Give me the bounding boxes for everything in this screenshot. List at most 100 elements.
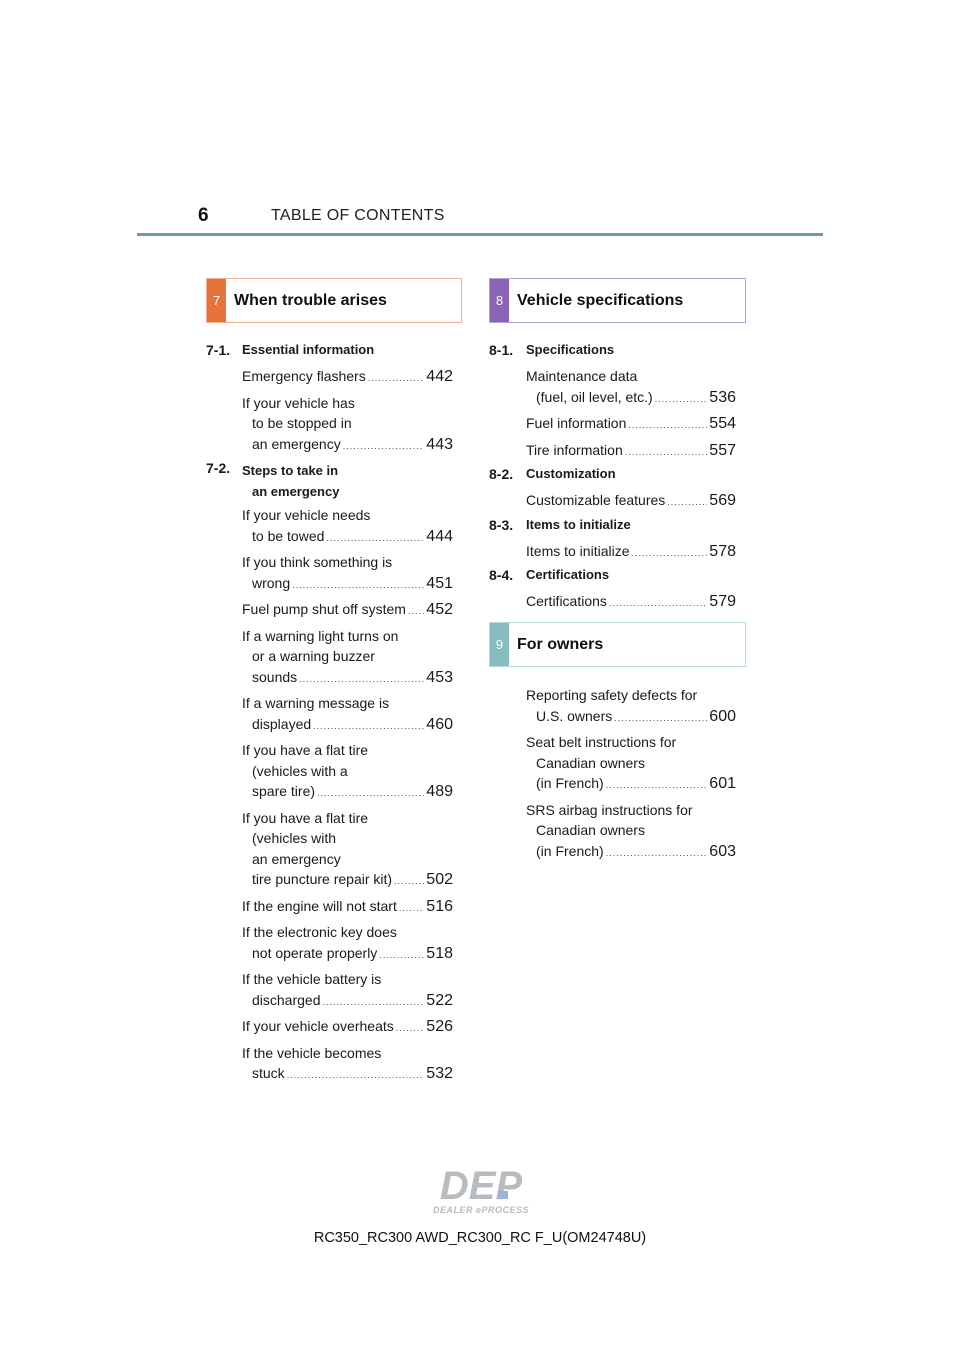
toc-entry-line: Reporting safety defects for bbox=[526, 687, 698, 703]
section-7-tab: 7 bbox=[207, 279, 226, 322]
toc-entry-text: Fuel information bbox=[526, 415, 627, 431]
page-ref[interactable]: 557 bbox=[709, 441, 736, 459]
section-7-header[interactable]: 7 When trouble arises bbox=[206, 278, 462, 323]
section-7-title: When trouble arises bbox=[234, 291, 387, 309]
subsection-number: 8-3. bbox=[489, 516, 514, 533]
page-ref[interactable]: 600 bbox=[709, 707, 736, 725]
dot-leader: ........................................… bbox=[654, 393, 708, 404]
toc-entry[interactable]: If your vehicle needs to be towed........… bbox=[242, 505, 453, 548]
entries-8-3: Items to initialize.....................… bbox=[526, 541, 736, 564]
subsection-title: Items to initialize bbox=[526, 516, 631, 532]
dot-leader: ........................................… bbox=[398, 902, 424, 913]
page-ref[interactable]: 554 bbox=[709, 415, 736, 432]
dot-leader: ........................................… bbox=[624, 446, 708, 457]
toc-entry-text: Emergency flashers bbox=[242, 368, 366, 384]
toc-entry[interactable]: Tire information........................… bbox=[526, 440, 736, 463]
logo-mark: DEP bbox=[440, 1164, 523, 1208]
dealer-eprocess-logo: DEP DEALER ePROCESS bbox=[433, 1164, 529, 1215]
subsection-title: Essential information bbox=[242, 342, 375, 357]
toc-entry-line: If you have a flat tire bbox=[242, 742, 369, 758]
toc-entry-last-line: wrong...................................… bbox=[242, 573, 453, 596]
toc-entry-last-line: spare tire).............................… bbox=[242, 781, 453, 804]
page-ref[interactable]: 603 bbox=[709, 842, 736, 860]
toc-entry[interactable]: Customizable features...................… bbox=[526, 490, 736, 513]
page-ref[interactable]: 569 bbox=[709, 492, 736, 509]
toc-entry[interactable]: If your vehicle overheats...............… bbox=[242, 1016, 453, 1039]
page-ref[interactable]: 460 bbox=[426, 715, 453, 733]
page-ref[interactable]: 502 bbox=[426, 871, 453, 888]
toc-entry-last-line: to be towed.............................… bbox=[242, 526, 453, 549]
toc-entry[interactable]: Fuel information........................… bbox=[526, 413, 736, 436]
toc-entry-line: If your vehicle needs bbox=[242, 507, 371, 523]
toc-entry-text: Tire information bbox=[526, 441, 623, 458]
header-rule bbox=[137, 233, 823, 236]
dot-leader: ........................................… bbox=[299, 673, 424, 684]
page-ref[interactable]: 601 bbox=[709, 775, 736, 792]
subsection-number: 7-1. bbox=[206, 342, 231, 358]
toc-entry-last-line: Customizable features...................… bbox=[526, 490, 736, 513]
dot-leader: ........................................… bbox=[605, 780, 708, 790]
toc-entry[interactable]: Certifications..........................… bbox=[526, 591, 736, 614]
page-ref[interactable]: 489 bbox=[426, 783, 453, 800]
toc-entry-last-line: Tire information........................… bbox=[526, 440, 736, 463]
dot-leader: ........................................… bbox=[286, 1070, 425, 1080]
toc-entry-text: Items to initialize bbox=[526, 542, 630, 559]
page-ref[interactable]: 518 bbox=[426, 944, 453, 962]
subsection-title: Steps to take in an emergency bbox=[242, 460, 339, 502]
page-ref[interactable]: 452 bbox=[426, 601, 453, 618]
toc-entry[interactable]: Items to initialize.....................… bbox=[526, 541, 736, 564]
page-ref[interactable]: 522 bbox=[426, 991, 453, 1009]
page-ref[interactable]: 526 bbox=[426, 1018, 453, 1035]
subsection-title-line-1: Steps to take in bbox=[242, 463, 339, 478]
page-ref[interactable]: 444 bbox=[426, 527, 453, 545]
dot-leader: ........................................… bbox=[614, 712, 707, 723]
dot-leader: ........................................… bbox=[379, 949, 425, 960]
page-ref[interactable]: 516 bbox=[426, 897, 453, 915]
page-ref[interactable]: 532 bbox=[426, 1065, 453, 1082]
toc-entry-text: U.S. owners bbox=[536, 707, 613, 724]
entries-7-2: If your vehicle needs to be towed........… bbox=[242, 505, 453, 1086]
section-8-header[interactable]: 8 Vehicle specifications bbox=[489, 278, 746, 323]
toc-entry-line: SRS airbag instructions for bbox=[526, 801, 693, 818]
page-ref[interactable]: 453 bbox=[426, 668, 453, 686]
page-ref[interactable]: 451 bbox=[426, 574, 453, 592]
section-8-title: Vehicle specifications bbox=[517, 291, 684, 309]
toc-entry-line: If you have a flat tire bbox=[242, 809, 369, 826]
page-ref[interactable]: 536 bbox=[709, 388, 736, 406]
toc-entry-line: If a warning message is bbox=[242, 695, 390, 711]
toc-entry-last-line: Items to initialize.....................… bbox=[526, 541, 736, 564]
toc-entry-text: not operate properly bbox=[252, 944, 378, 961]
toc-entry-line: If the vehicle becomes bbox=[242, 1044, 382, 1061]
toc-entry[interactable]: Emergency flashers......................… bbox=[242, 366, 453, 389]
toc-entry-line: If your vehicle has bbox=[242, 394, 355, 411]
page-ref[interactable]: 579 bbox=[709, 593, 736, 610]
toc-entry[interactable]: Fuel pump shut off system...............… bbox=[242, 599, 453, 622]
section-7-list: 7-1. Essential information Emergency fla… bbox=[206, 342, 453, 1090]
page-ref[interactable]: 578 bbox=[709, 542, 736, 560]
toc-entry[interactable]: If the engine will not start............… bbox=[242, 896, 453, 919]
subsection-7-2: 7-2. Steps to take in an emergency bbox=[206, 460, 453, 505]
section-9-title: For owners bbox=[517, 635, 604, 653]
toc-entry-text: (in French) bbox=[536, 775, 604, 791]
page-ref[interactable]: 443 bbox=[426, 435, 453, 453]
page-title: TABLE OF CONTENTS bbox=[271, 207, 445, 224]
section-9-header[interactable]: 9 For owners bbox=[489, 622, 746, 667]
toc-entry[interactable]: Maintenance data(fuel, oil level, etc.).… bbox=[526, 366, 736, 409]
subsection-7-1: 7-1. Essential information bbox=[206, 342, 453, 366]
toc-entry-last-line: If the engine will not start............… bbox=[242, 896, 453, 919]
page-ref[interactable]: 442 bbox=[426, 368, 453, 385]
dot-leader: ........................................… bbox=[667, 497, 707, 507]
